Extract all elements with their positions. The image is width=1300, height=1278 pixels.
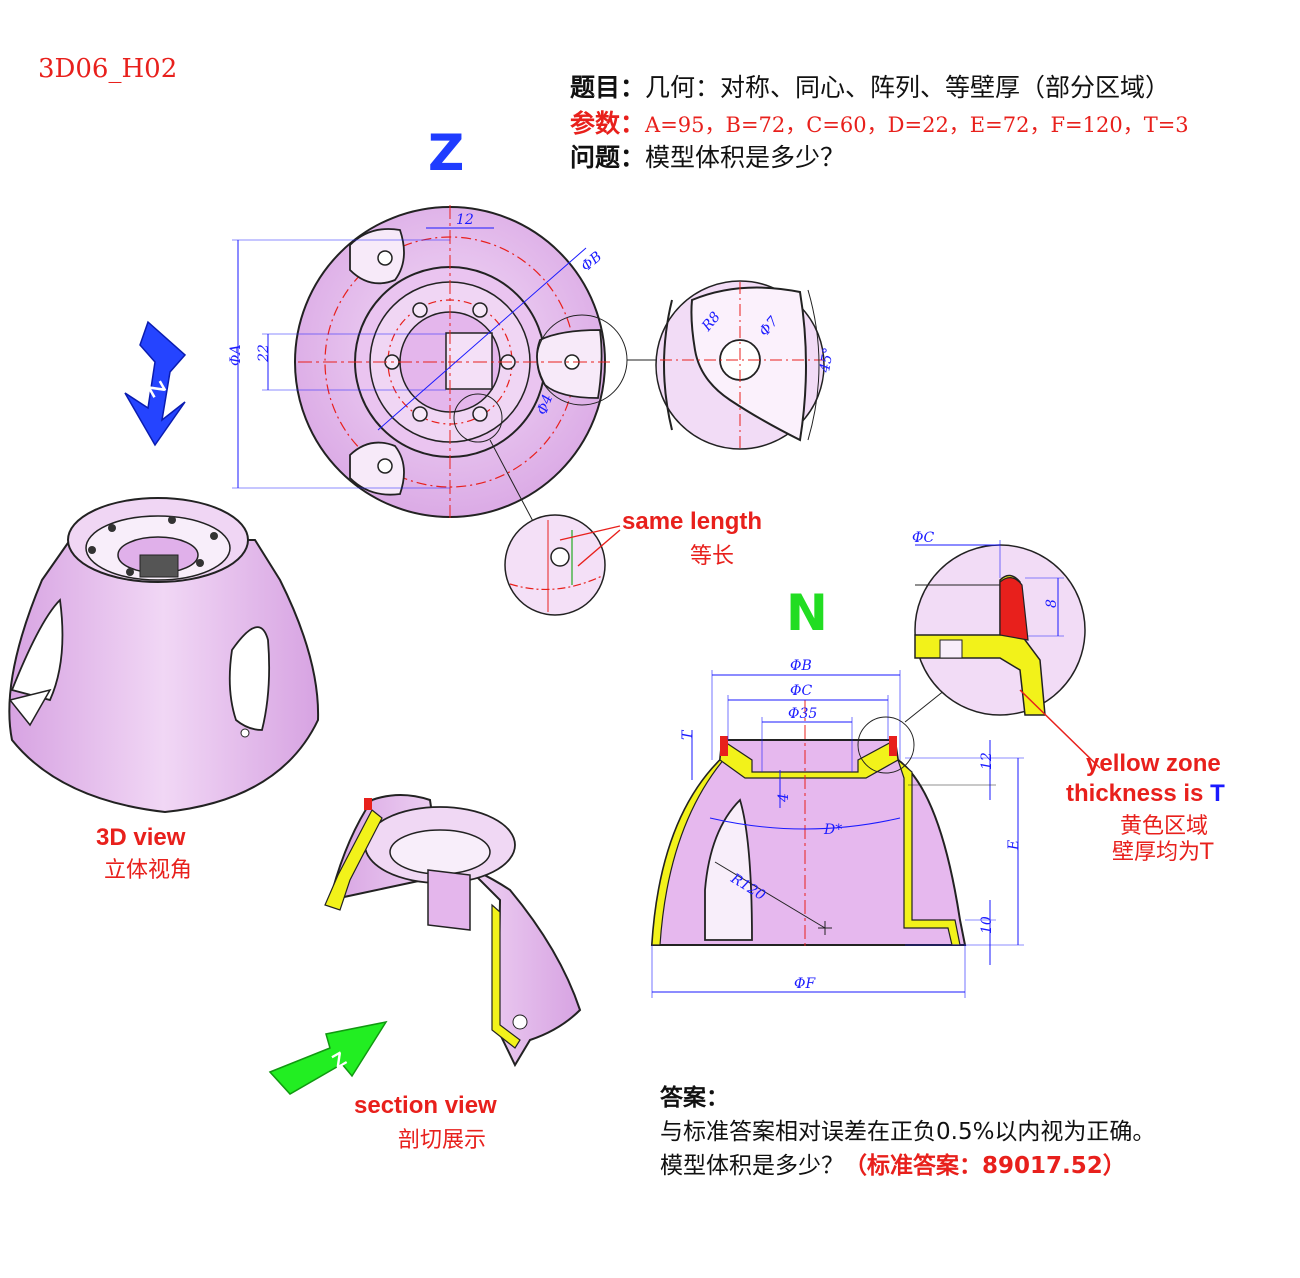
detail-n: ΦC 8: [912, 530, 1101, 769]
question-line: 问题：模型体积是多少？: [570, 143, 846, 172]
yellow-zone-label-en2: thickness is T: [1066, 780, 1225, 807]
answer-question: 模型体积是多少？: [660, 1153, 844, 1179]
dim-12-sec: 12: [979, 752, 995, 770]
section-label-cn: 剖切展示: [398, 1128, 487, 1153]
yellow-zone-label-cn1: 黄色区域: [1120, 814, 1209, 839]
yellow-zone-T: T: [1210, 780, 1225, 807]
dim-phiA: ΦA: [228, 344, 244, 366]
question-label: 问题: [570, 143, 621, 172]
dim-E: E: [1006, 840, 1022, 851]
params-label: 参数: [570, 109, 621, 138]
view-3d-label-en: 3D view: [96, 824, 186, 851]
dim-phiB-top: ΦB: [578, 249, 605, 275]
view-z-title: Z: [428, 124, 465, 182]
view-n-title: N: [786, 584, 828, 642]
same-length-detail: [504, 514, 621, 616]
yellow-zone-label-en1: yellow zone: [1086, 750, 1221, 777]
dim-T: T: [680, 729, 696, 740]
same-length-label-en: same length: [622, 508, 763, 535]
yellow-zone-label-cn2: 壁厚均为T: [1112, 840, 1214, 865]
view-3d: [8, 497, 320, 814]
dim-45deg: 45°: [817, 346, 837, 374]
topic-line: 题目：几何：对称、同心、阵列、等壁厚（部分区域）: [570, 73, 1171, 102]
answer-line2: 模型体积是多少？（标准答案：89017.52）: [660, 1146, 1126, 1180]
detail-window: R8 Φ7 45°: [655, 280, 837, 450]
dim-phiC-sec: ΦC: [790, 683, 812, 699]
question-text: 模型体积是多少？: [645, 143, 846, 172]
section-label-en: section view: [354, 1092, 497, 1119]
top-view: 12 ΦB ΦA 22 Φ4: [228, 205, 660, 526]
params-text: A=95，B=72，C=60，D=22，E=72，F=120，T=3: [645, 113, 1189, 137]
dim-8: 8: [1044, 599, 1060, 608]
topic-label: 题目: [570, 73, 621, 102]
drawing-code: 3D06_H02: [38, 54, 178, 84]
z-arrow-blue: Z: [124, 320, 187, 447]
dim-4: 4: [776, 793, 792, 803]
topic-text: 几何：对称、同心、阵列、等壁厚（部分区域）: [645, 73, 1171, 102]
answer-title: 答案：: [660, 1085, 729, 1111]
answer-line1: 与标准答案相对误差在正负0.5%以内视为正确。: [660, 1119, 1156, 1145]
answer-value: （标准答案：89017.52）: [844, 1153, 1126, 1179]
z-arrow-green: Z: [268, 1020, 388, 1095]
section-3d: [324, 794, 582, 1068]
view-3d-label-cn: 立体视角: [104, 858, 193, 883]
dim-phi35: Φ35: [788, 706, 817, 722]
dim-10: 10: [979, 916, 995, 934]
dim-phiC-detail: ΦC: [912, 530, 934, 546]
same-length-label-cn: 等长: [690, 544, 735, 569]
params-line: 参数：A=95，B=72，C=60，D=22，E=72，F=120，T=3: [570, 109, 1189, 138]
dim-22: 22: [256, 344, 272, 363]
dim-12-top: 12: [456, 212, 474, 228]
dim-phi4: Φ4: [534, 392, 556, 417]
section-n: ΦB ΦC Φ35 T 4 12 D* E R120 10 ΦF: [650, 658, 1024, 998]
dim-phiB-sec: ΦB: [790, 658, 812, 674]
dim-phiF: ΦF: [794, 976, 816, 992]
dim-Dstar: D*: [823, 822, 842, 838]
